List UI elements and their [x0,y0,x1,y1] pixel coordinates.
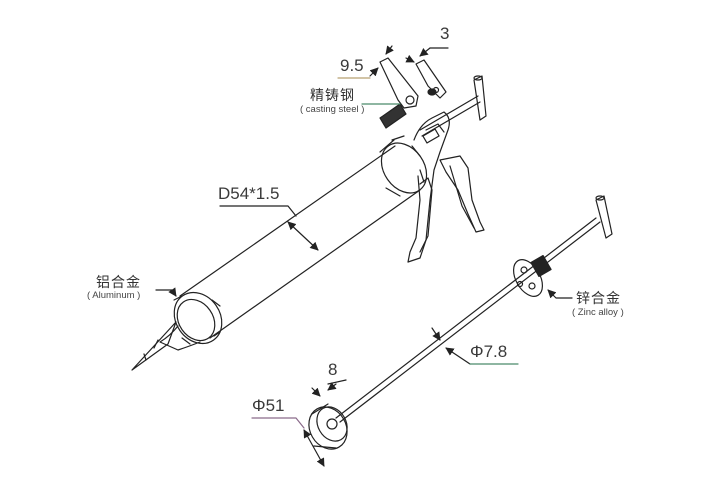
dim-trigger-plate-label: 3 [440,24,450,43]
handle [407,111,450,263]
plunger-head [308,403,348,450]
dim-plunger-thick [311,379,347,397]
zinc-disc [512,254,552,297]
casting-steel-cn: 精铸钢 [310,87,355,103]
zinc-alloy-en: ( Zinc alloy ) [572,307,624,318]
dim-rod [431,327,519,365]
aluminum-cn: 铝合金 [96,274,141,290]
dim-trigger-plate [405,47,449,63]
barrel-collar [379,135,428,197]
leader-aluminum [155,287,177,297]
spring [379,103,407,129]
trigger [439,155,485,233]
dim-pawl-label: 9.5 [340,56,364,75]
small-spring [427,88,437,96]
aluminum-en: ( Aluminum ) [87,290,141,301]
gun-rod [419,75,487,137]
zinc-alloy-cn: 锌合金 [576,290,621,306]
nozzle [131,321,177,371]
pawl [379,57,419,109]
plunger-diameter-label: Φ51 [252,396,285,415]
barrel [179,145,421,339]
plunger-thickness-label: 8 [328,360,338,379]
rod-dimension-label: Φ7.8 [470,342,508,361]
plunger-rod [335,195,613,423]
dim-pawl [337,45,394,79]
dim-barrel [219,205,319,251]
barrel-dimension-label: D54*1.5 [218,184,280,203]
casting-steel-en: ( casting steel ) [300,104,365,115]
leader-zinc [547,289,573,299]
dim-plunger-dia [251,417,325,467]
end-cap [159,291,223,351]
